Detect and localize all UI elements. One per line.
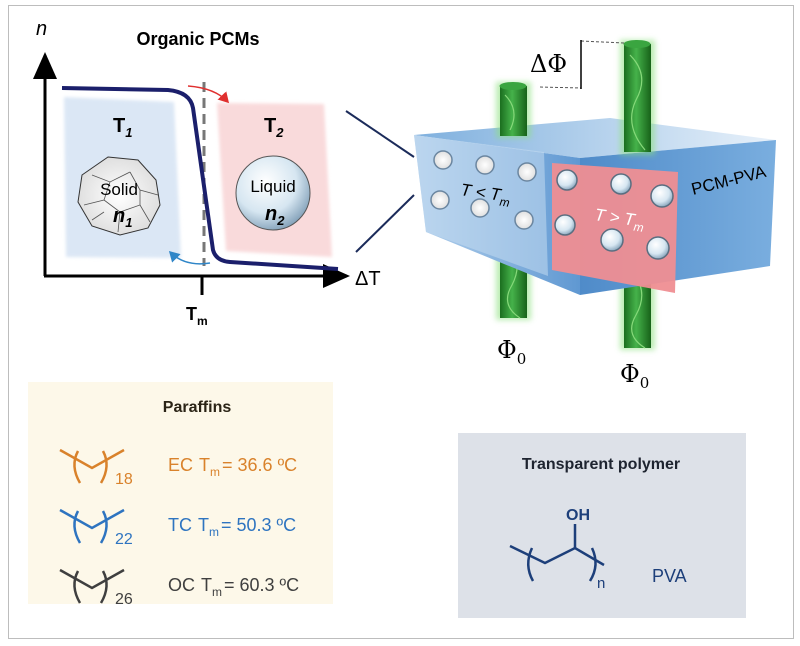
solid-particles (430, 150, 537, 230)
repeat-unit-n: n (597, 575, 605, 592)
phase-bottom-guide (539, 86, 582, 89)
n2-label: n2 (265, 203, 285, 228)
alkane-chain-icon (59, 568, 125, 604)
phi0-left-label: Φ0 (497, 336, 526, 368)
solid-state-label: Solid (100, 180, 138, 199)
fiber-left-upper (496, 82, 531, 138)
pva-structure-icon (509, 524, 605, 582)
phi0-right-label: Φ0 (620, 360, 649, 392)
paraffins-background (28, 382, 333, 604)
t2-label: T2 (264, 115, 284, 140)
delta-phi-label: ΔΦ (530, 50, 567, 78)
polymer-title: Transparent polymer (522, 456, 680, 473)
plot-title: Organic PCMs (136, 29, 259, 49)
pva-label: PVA (652, 566, 687, 586)
refractive-index-curve (61, 86, 339, 271)
refractive-index-plot: n Organic PCMs ΔT Tm T1 Solid n1 T2 (33, 18, 381, 328)
x-axis-label: ΔT (355, 268, 381, 290)
repeat-count: 26 (115, 591, 133, 608)
t1-label: T1 (113, 115, 132, 140)
polymer-panel: Transparent polymer OH n PVA (458, 433, 746, 618)
liquid-particles (554, 169, 674, 260)
alkane-chain-icon (59, 508, 125, 544)
liquid-droplet-icon (235, 155, 311, 231)
cooling-arrow (168, 250, 211, 265)
hot-region (552, 163, 678, 293)
liquid-state-label: Liquid (250, 177, 295, 196)
tm-tick-label: Tm (186, 304, 208, 328)
alkane-chain-icon (59, 448, 125, 484)
solid-crystal-icon (77, 156, 161, 236)
repeat-count: 22 (115, 531, 133, 548)
repeat-count: 18 (115, 471, 133, 488)
polymer-background (458, 433, 746, 618)
phase-top-guide (580, 40, 625, 44)
y-axis-label: n (36, 18, 47, 40)
zoom-connector-bottom (355, 194, 415, 253)
heating-arrow (187, 85, 230, 104)
n1-label: n1 (113, 205, 132, 230)
fiber-right-upper (620, 40, 655, 155)
zoom-connector-top (345, 110, 415, 158)
paraffins-title: Paraffins (163, 399, 232, 416)
hydroxyl-group-label: OH (566, 507, 590, 524)
pcm-pva-device: PCM-PVA T < Tm T > Tm (414, 40, 776, 392)
